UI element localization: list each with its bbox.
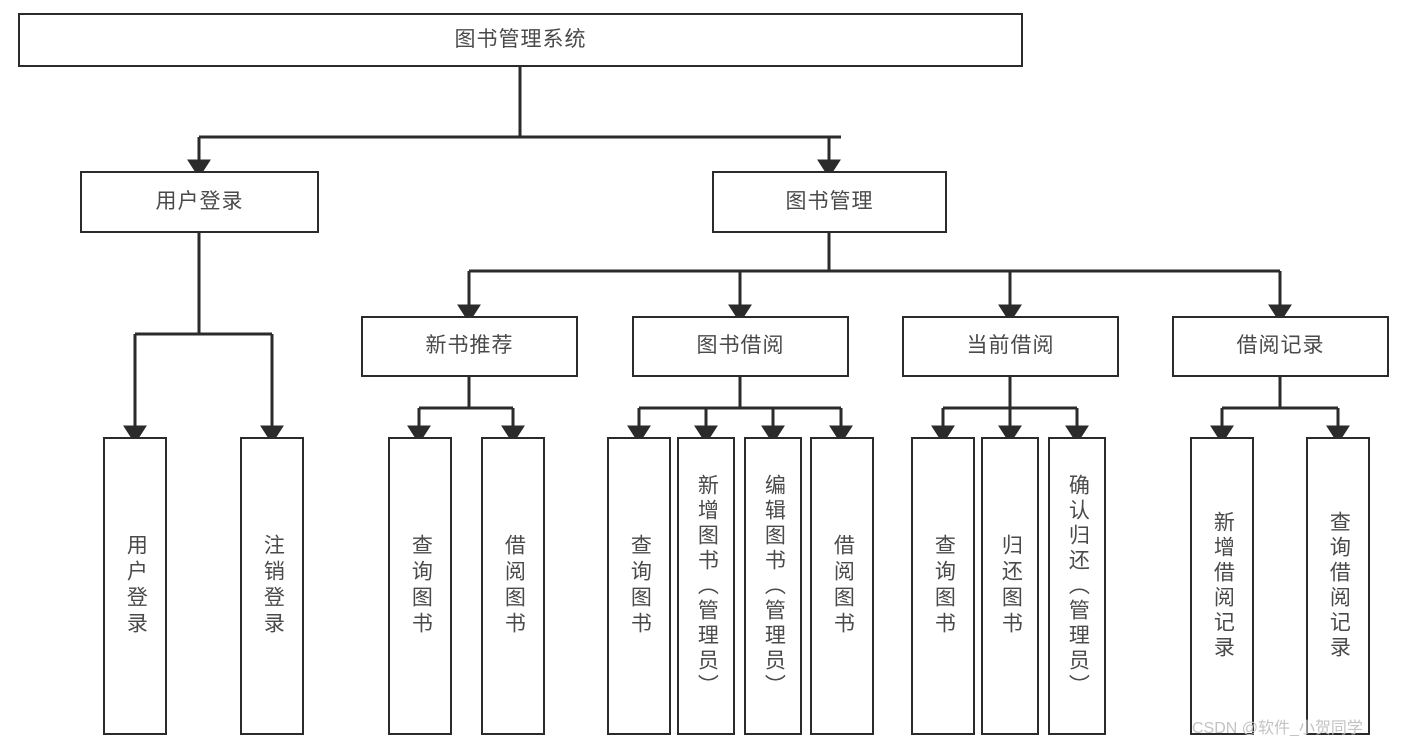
node-label: 借阅图书	[831, 534, 855, 638]
leaf-add-book-admin[interactable]: 新增图书（管理员）	[677, 437, 735, 735]
csdn-watermark: CSDN @软件_小贺同学	[1192, 720, 1363, 737]
leaf-return-book[interactable]: 归还图书	[981, 437, 1039, 735]
node-borrowing-records[interactable]: 借阅记录	[1172, 316, 1389, 377]
node-label: 确认归还（管理员）	[1066, 473, 1090, 699]
node-label: 查询图书	[628, 534, 652, 638]
node-label: 当前借阅	[966, 334, 1055, 358]
node-label: 注销登录	[261, 534, 285, 638]
leaf-query-book-current[interactable]: 查询图书	[911, 437, 975, 735]
node-book-management[interactable]: 图书管理	[712, 171, 947, 233]
node-label: 图书借阅	[696, 334, 785, 358]
leaf-logout[interactable]: 注销登录	[240, 437, 304, 735]
node-label: 查询图书	[409, 534, 433, 638]
node-label: 用户登录	[155, 189, 244, 213]
node-book-borrowing[interactable]: 图书借阅	[632, 316, 849, 377]
node-user-login[interactable]: 用户登录	[80, 171, 319, 233]
leaf-query-book-recommendation[interactable]: 查询图书	[388, 437, 452, 735]
node-label: 新书推荐	[425, 334, 514, 358]
node-label: 归还图书	[999, 534, 1023, 638]
node-label: 用户登录	[124, 534, 148, 638]
node-label: 新增借阅记录	[1211, 511, 1235, 661]
leaf-query-book-borrowing[interactable]: 查询图书	[607, 437, 671, 735]
node-label: 编辑图书（管理员）	[762, 473, 786, 699]
node-new-book-recommendation[interactable]: 新书推荐	[361, 316, 578, 377]
node-current-borrowing[interactable]: 当前借阅	[902, 316, 1119, 377]
node-label: 查询借阅记录	[1327, 511, 1351, 661]
leaf-query-borrowing-record[interactable]: 查询借阅记录	[1306, 437, 1370, 735]
node-label: 借阅图书	[502, 534, 526, 638]
node-root-library-management-system[interactable]: 图书管理系统	[18, 13, 1023, 67]
node-label: 图书管理	[785, 189, 874, 213]
node-label: 查询图书	[932, 534, 956, 638]
leaf-edit-book-admin[interactable]: 编辑图书（管理员）	[744, 437, 802, 735]
node-label: 新增图书（管理员）	[695, 473, 719, 699]
leaf-confirm-return-admin[interactable]: 确认归还（管理员）	[1048, 437, 1106, 735]
leaf-borrow-book-recommendation[interactable]: 借阅图书	[481, 437, 545, 735]
leaf-user-login[interactable]: 用户登录	[103, 437, 167, 735]
node-label: 图书管理系统	[454, 27, 587, 51]
leaf-add-borrowing-record[interactable]: 新增借阅记录	[1190, 437, 1254, 735]
leaf-borrow-book-borrowing[interactable]: 借阅图书	[810, 437, 874, 735]
node-label: 借阅记录	[1236, 334, 1325, 358]
